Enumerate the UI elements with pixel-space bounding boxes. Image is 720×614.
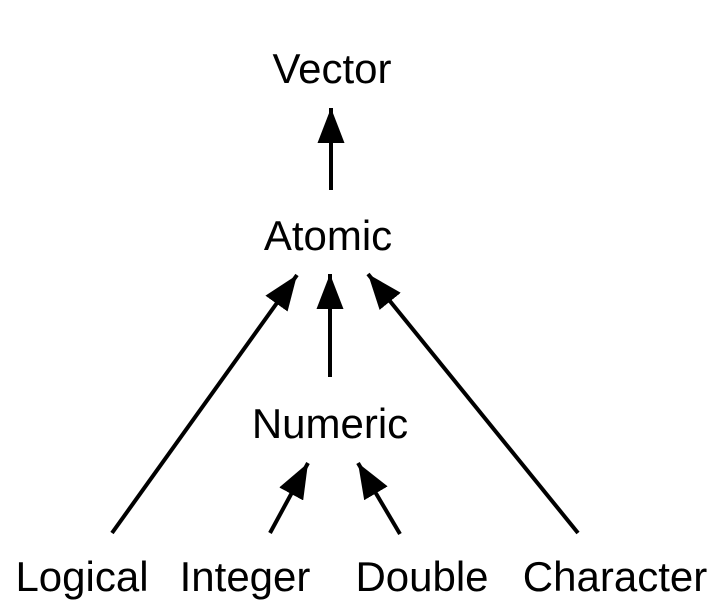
edge-logical-to-atomic (110, 273, 299, 535)
edge-character-to-atomic (366, 272, 580, 535)
node-double: Double (355, 553, 489, 600)
node-integer: Integer (179, 553, 311, 600)
node-numeric: Numeric (251, 400, 409, 447)
node-vector: Vector (272, 45, 392, 92)
edge-double-to-numeric (356, 461, 402, 536)
node-character: Character (522, 553, 708, 600)
edge-integer-to-numeric (268, 462, 310, 534)
node-atomic: Atomic (263, 212, 393, 259)
node-logical: Logical (15, 553, 149, 600)
